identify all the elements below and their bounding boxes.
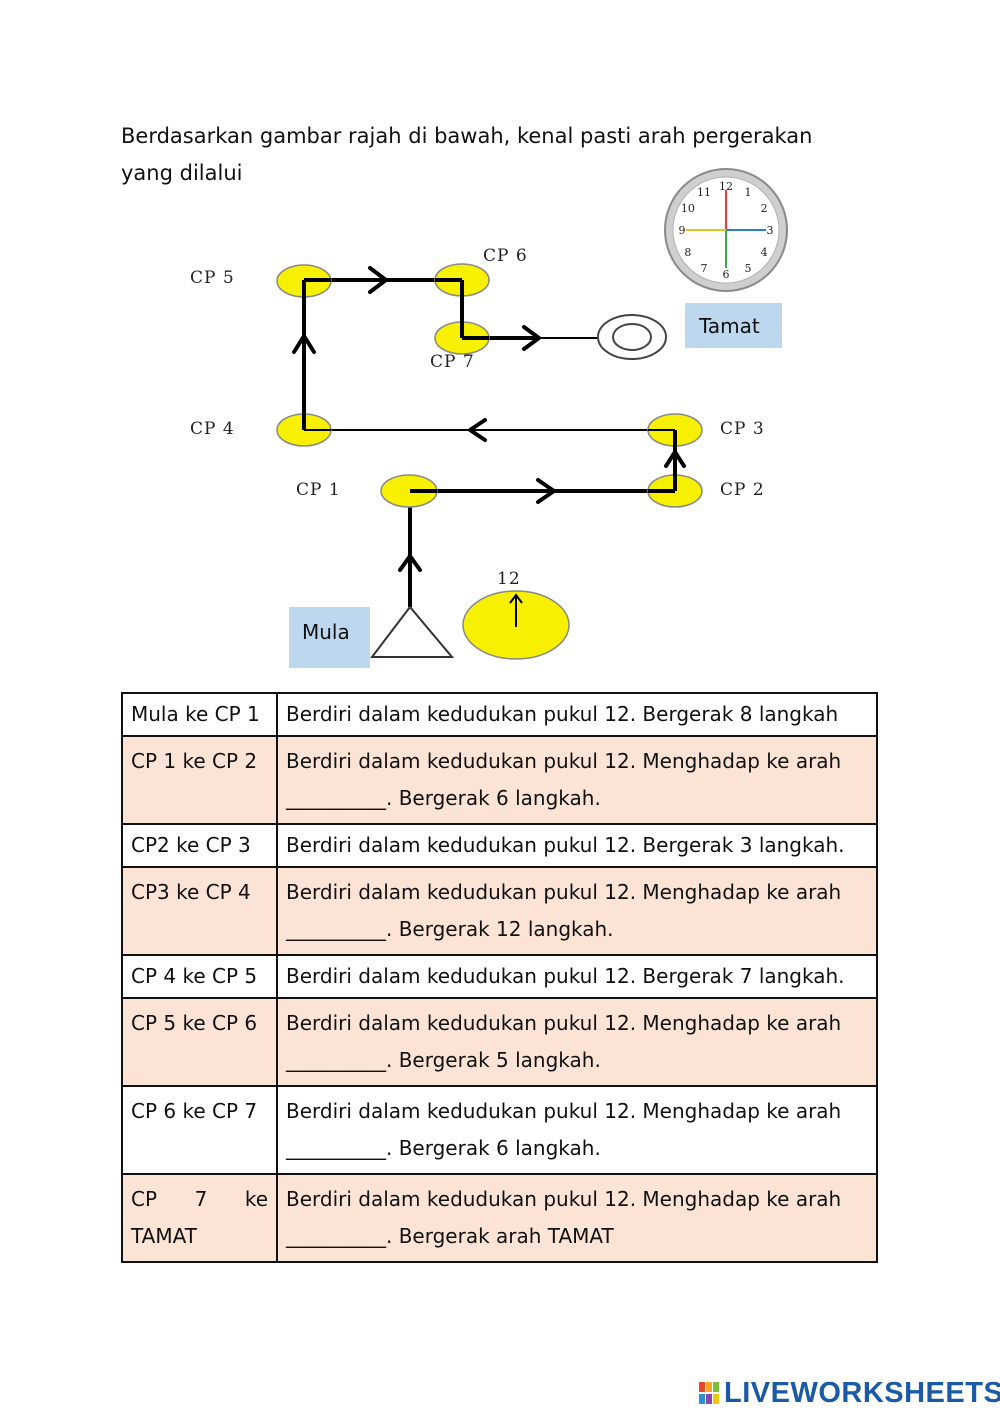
instruction-text: Berdasarkan gambar rajah di bawah, kenal…	[121, 118, 861, 192]
cp4-label: CP 4	[190, 419, 235, 439]
arrow-right-icon	[368, 266, 388, 294]
arrow-right-icon	[522, 325, 541, 351]
instruction-line-1: Berdasarkan gambar rajah di bawah, kenal…	[121, 124, 813, 148]
instruction-cell: Berdiri dalam kedudukan pukul 12. Berger…	[276, 823, 878, 868]
cp2-label: CP 2	[720, 480, 765, 500]
clock-number: 4	[761, 246, 768, 259]
direction-arrows	[292, 266, 686, 572]
step-cell: CP 7 ke TAMAT	[121, 1173, 278, 1263]
step-cell: CP 4 ke CP 5	[121, 954, 278, 999]
cp1-label: CP 1	[296, 480, 341, 500]
instruction-line-2: yang dilalui	[121, 161, 243, 185]
instruction-cell: Berdiri dalam kedudukan pukul 12. Berger…	[276, 954, 878, 999]
step-cell: CP 6 ke CP 7	[121, 1085, 278, 1175]
clock-number: 7	[701, 262, 708, 275]
clock-number: 12	[719, 180, 733, 193]
cp5-label: CP 5	[190, 268, 235, 288]
instruction-cell: Berdiri dalam kedudukan pukul 12. Berger…	[276, 692, 878, 737]
checkpoint-markers	[276, 263, 703, 508]
arrow-up-icon	[398, 554, 422, 572]
instruction-cell: Berdiri dalam kedudukan pukul 12. Mengha…	[276, 997, 878, 1087]
clock-number: 10	[681, 202, 695, 215]
logo-icon	[699, 1382, 719, 1404]
clock-number: 1	[745, 186, 752, 199]
step-cell: Mula ke CP 1	[121, 692, 278, 737]
arrow-right-icon	[536, 478, 556, 504]
instruction-cell: Berdiri dalam kedudukan pukul 12. Mengha…	[276, 866, 878, 956]
arrow-up-icon	[292, 334, 316, 354]
clock-number: 2	[761, 202, 768, 215]
arrow-left-icon	[468, 418, 487, 442]
arrow-up-icon	[664, 450, 686, 468]
finish-label: Tamat	[698, 314, 760, 338]
clock-number: 6	[723, 268, 730, 281]
route-path	[302, 278, 677, 607]
instruction-cell: Berdiri dalam kedudukan pukul 12. Mengha…	[276, 735, 878, 825]
start-label-box	[289, 607, 370, 668]
cp3-label: CP 3	[720, 419, 765, 439]
finish-label-box	[685, 303, 782, 348]
clock-number: 3	[767, 224, 774, 237]
instruction-cell: Berdiri dalam kedudukan pukul 12. Mengha…	[276, 1085, 878, 1175]
step-cell: CP3 ke CP 4	[121, 866, 278, 956]
cp7-label: CP 7	[430, 352, 475, 372]
finish-target-icon	[597, 314, 667, 360]
clock-number: 9	[679, 224, 686, 237]
clock-number: 11	[697, 186, 711, 199]
logo-text: LIVEWORKSHEETS	[724, 1376, 1000, 1409]
liveworksheets-logo: LIVEWORKSHEETS	[698, 1376, 1000, 1410]
step-cell: CP2 ke CP 3	[121, 823, 278, 868]
compass-marker: 12	[462, 569, 570, 660]
cp6-label: CP 6	[483, 246, 528, 266]
step-cell: CP 1 ke CP 2	[121, 735, 278, 825]
clock-number: 5	[745, 262, 752, 275]
start-label: Mula	[302, 620, 350, 644]
compass-label: 12	[497, 569, 521, 589]
clock-number: 8	[684, 246, 691, 259]
start-triangle-icon	[369, 605, 455, 658]
step-cell: CP 5 ke CP 6	[121, 997, 278, 1087]
instruction-cell: Berdiri dalam kedudukan pukul 12. Mengha…	[276, 1173, 878, 1263]
